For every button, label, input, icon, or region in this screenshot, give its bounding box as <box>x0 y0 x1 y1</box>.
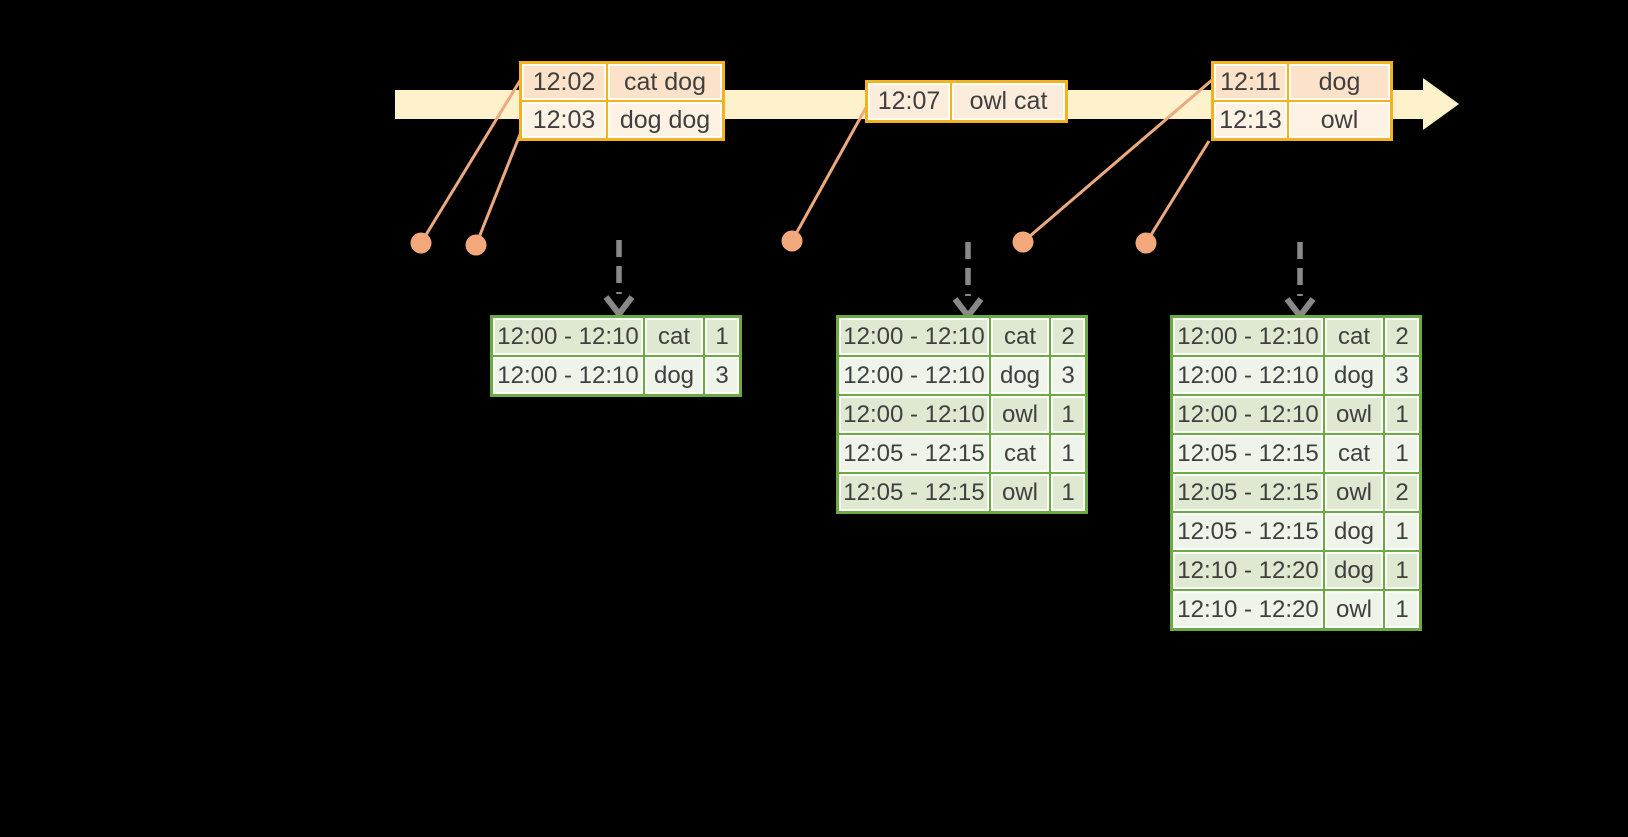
result-window: 12:05 - 12:15 <box>1173 435 1323 472</box>
event-marker-icon <box>1012 231 1034 253</box>
event-words: dog dog <box>608 102 722 138</box>
event-marker-icon <box>410 232 432 254</box>
result-word: dog <box>991 357 1049 394</box>
result-count: 3 <box>1051 357 1085 394</box>
event-words: owl cat <box>952 83 1065 120</box>
result-word: owl <box>991 474 1049 511</box>
result-word: dog <box>645 357 703 394</box>
result-count: 1 <box>705 318 739 355</box>
result-count: 1 <box>1385 552 1419 589</box>
result-window: 12:05 - 12:15 <box>1173 513 1323 550</box>
connector-line <box>1144 140 1211 244</box>
result-table-2: 12:00 - 12:10 cat 2 12:00 - 12:10 dog 3 … <box>836 315 1088 514</box>
connector-line <box>790 103 870 242</box>
timeline-arrowhead-icon <box>1423 78 1459 130</box>
result-word: owl <box>991 396 1049 433</box>
event-marker-icon <box>1135 232 1157 254</box>
result-window: 12:05 - 12:15 <box>839 474 989 511</box>
connector-line <box>474 126 525 246</box>
result-count: 1 <box>1385 591 1419 628</box>
result-word: cat <box>1325 318 1383 355</box>
event-time: 12:11 <box>1214 64 1287 100</box>
event-words: dog <box>1289 64 1390 100</box>
trigger-arrow <box>952 242 984 321</box>
result-count: 2 <box>1385 474 1419 511</box>
result-window: 12:00 - 12:10 <box>1173 357 1323 394</box>
result-window: 12:00 - 12:10 <box>1173 396 1323 433</box>
event-table-1: 12:02 cat dog 12:03 dog dog <box>519 61 725 141</box>
result-count: 2 <box>1051 318 1085 355</box>
result-window: 12:00 - 12:10 <box>839 318 989 355</box>
result-count: 1 <box>1051 474 1085 511</box>
trigger-arrow <box>1284 242 1316 321</box>
event-table-3: 12:11 dog 12:13 owl <box>1211 61 1393 141</box>
connector-line <box>1022 78 1213 244</box>
result-window: 12:00 - 12:10 <box>839 357 989 394</box>
event-marker-icon <box>465 234 487 256</box>
result-window: 12:10 - 12:20 <box>1173 591 1323 628</box>
event-time: 12:02 <box>522 64 606 100</box>
result-window: 12:05 - 12:15 <box>839 435 989 472</box>
event-time: 12:03 <box>522 102 606 138</box>
result-count: 1 <box>1385 396 1419 433</box>
trigger-arrow <box>603 240 635 319</box>
result-count: 1 <box>1051 396 1085 433</box>
event-time: 12:07 <box>868 83 950 120</box>
result-word: owl <box>1325 474 1383 511</box>
result-table-1: 12:00 - 12:10 cat 1 12:00 - 12:10 dog 3 <box>490 315 742 397</box>
event-table-2: 12:07 owl cat <box>865 80 1068 123</box>
result-window: 12:00 - 12:10 <box>839 396 989 433</box>
event-words: cat dog <box>608 64 722 100</box>
result-table-3: 12:00 - 12:10 cat 2 12:00 - 12:10 dog 3 … <box>1170 315 1422 631</box>
result-count: 1 <box>1051 435 1085 472</box>
result-window: 12:00 - 12:10 <box>493 318 643 355</box>
event-marker-icon <box>781 230 803 252</box>
event-time: 12:13 <box>1214 102 1287 138</box>
result-word: dog <box>1325 552 1383 589</box>
result-window: 12:05 - 12:15 <box>1173 474 1323 511</box>
result-count: 1 <box>1385 513 1419 550</box>
result-word: dog <box>1325 357 1383 394</box>
result-word: cat <box>991 435 1049 472</box>
event-words: owl <box>1289 102 1390 138</box>
result-word: owl <box>1325 591 1383 628</box>
result-window: 12:10 - 12:20 <box>1173 552 1323 589</box>
result-count: 3 <box>1385 357 1419 394</box>
result-window: 12:00 - 12:10 <box>493 357 643 394</box>
result-count: 3 <box>705 357 739 394</box>
result-word: cat <box>1325 435 1383 472</box>
result-count: 1 <box>1385 435 1419 472</box>
connector-line <box>419 78 523 244</box>
result-word: dog <box>1325 513 1383 550</box>
result-word: owl <box>1325 396 1383 433</box>
result-window: 12:00 - 12:10 <box>1173 318 1323 355</box>
result-count: 2 <box>1385 318 1419 355</box>
result-word: cat <box>991 318 1049 355</box>
result-word: cat <box>645 318 703 355</box>
